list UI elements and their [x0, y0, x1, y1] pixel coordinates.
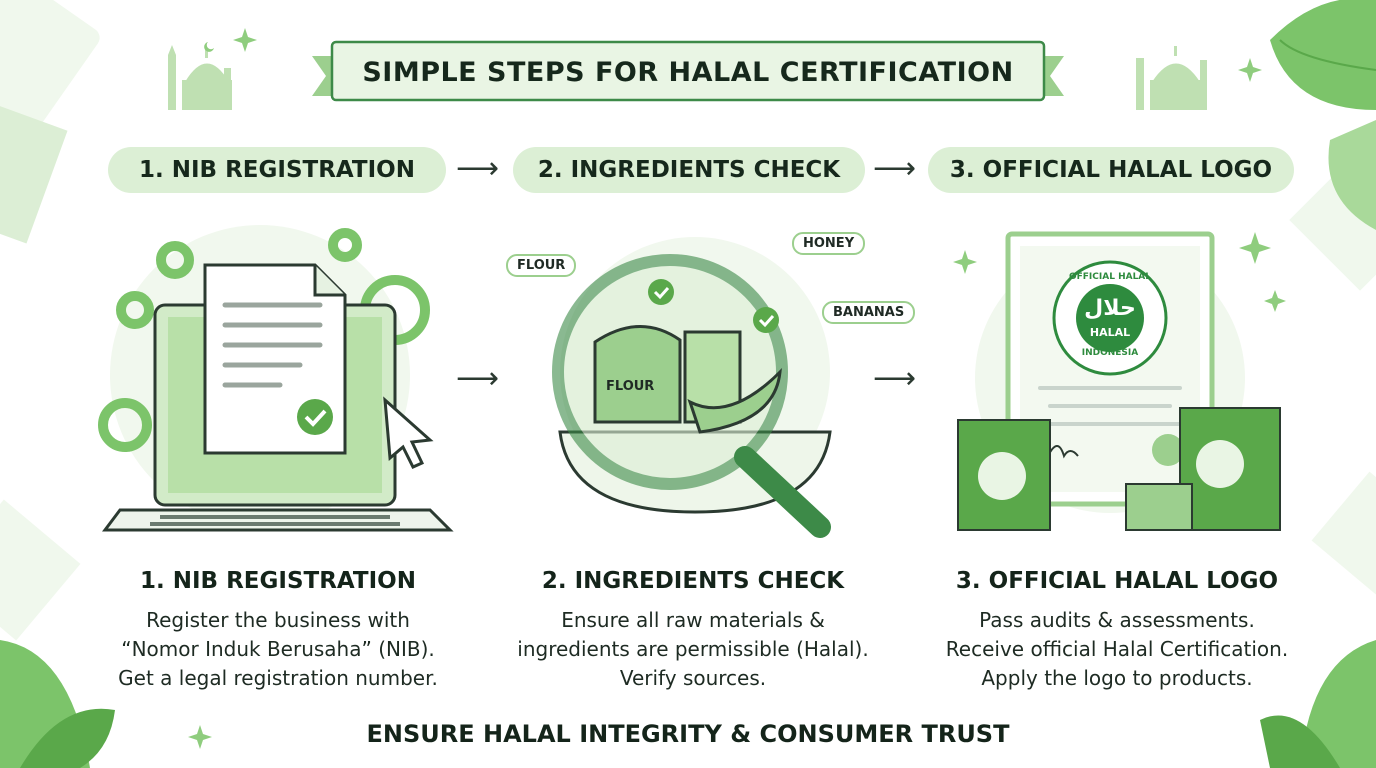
leaf-icon-br [1260, 640, 1376, 768]
corner-shape-br [1311, 471, 1376, 599]
seal-top-text: OFFICIAL HALAL [1068, 272, 1151, 282]
flow-step-3: 3. OFFICIAL HALAL LOGO [928, 147, 1294, 193]
step-2-description: Ensure all raw materials & ingredients a… [473, 606, 913, 693]
flour-sack-icon [593, 325, 682, 424]
arrow-right-icon: ⟶ [456, 361, 500, 396]
step-2-line-2: ingredients are permissible (Halal). [517, 637, 869, 661]
flow-step-1: 1. NIB REGISTRATION [108, 147, 446, 193]
seal-arabic: حلال [1084, 296, 1136, 321]
tag-bananas: BANANAS [822, 301, 916, 324]
step-1-description: Register the business with “Nomor Induk … [58, 606, 498, 693]
step-3-line-2: Receive official Halal Certification. [945, 637, 1289, 661]
title-banner: SIMPLE STEPS FOR HALAL CERTIFICATION [312, 38, 1064, 106]
corner-shape-l [0, 499, 81, 641]
gear-icon [98, 228, 430, 452]
step-2-line-3: Verify sources. [619, 666, 767, 690]
leaf-icon-bl [0, 640, 115, 768]
arrow-right-icon: ⟶ [873, 151, 917, 186]
arrow-right-icon: ⟶ [873, 361, 917, 396]
footer-tagline: ENSURE HALAL INTEGRITY & CONSUMER TRUST [366, 720, 1010, 748]
step-3-line-3: Apply the logo to products. [981, 666, 1253, 690]
step-1-line-1: Register the business with [146, 608, 410, 632]
signature-icon [1047, 445, 1079, 459]
page-title: SIMPLE STEPS FOR HALAL CERTIFICATION [362, 56, 1014, 88]
laptop-keyboard [102, 508, 454, 532]
seal-bottom-text: INDONESIA [1081, 348, 1139, 358]
laptop-illustration [98, 225, 454, 532]
seal-word: HALAL [1089, 326, 1131, 339]
crescent-icon [204, 42, 214, 52]
step-3-title: 3. OFFICIAL HALAL LOGO [955, 568, 1279, 594]
step-3-line-1: Pass audits & assessments. [979, 608, 1255, 632]
step-2-line-1: Ensure all raw materials & [561, 608, 825, 632]
seal-stamp-icon [1152, 434, 1184, 466]
check-icon [648, 279, 674, 305]
sparkle-icon [188, 28, 1286, 749]
tag-flour: FLOUR [506, 254, 577, 277]
step-1-title: 1. NIB REGISTRATION [140, 568, 416, 594]
certificate-illustration [957, 231, 1281, 531]
leaf-icon-tr [1270, 0, 1376, 230]
corner-shape-r [1289, 149, 1376, 291]
check-icon [753, 307, 779, 333]
product-jar-icon [1125, 483, 1193, 531]
banana-icon [687, 367, 782, 434]
corner-shape-tl [0, 0, 100, 130]
mosque-icon-right [1136, 46, 1207, 110]
step-2-title: 2. INGREDIENTS CHECK [541, 568, 845, 594]
arrow-right-icon: ⟶ [456, 151, 500, 186]
flow-step-2: 2. INGREDIENTS CHECK [513, 147, 865, 193]
step-3-description: Pass audits & assessments. Receive offic… [897, 606, 1337, 693]
mosque-icon-left [168, 45, 232, 110]
sack-label: FLOUR [606, 379, 655, 394]
ribbon-shape [312, 40, 1064, 102]
step-1-line-2: “Nomor Induk Berusaha” (NIB). [121, 637, 435, 661]
check-icon [297, 399, 333, 435]
ingredients-illustration [552, 237, 832, 538]
step-1-line-3: Get a legal registration number. [118, 666, 438, 690]
cursor-icon [383, 396, 434, 469]
tag-honey: HONEY [792, 232, 866, 255]
corner-shape-tl-2 [0, 93, 68, 244]
